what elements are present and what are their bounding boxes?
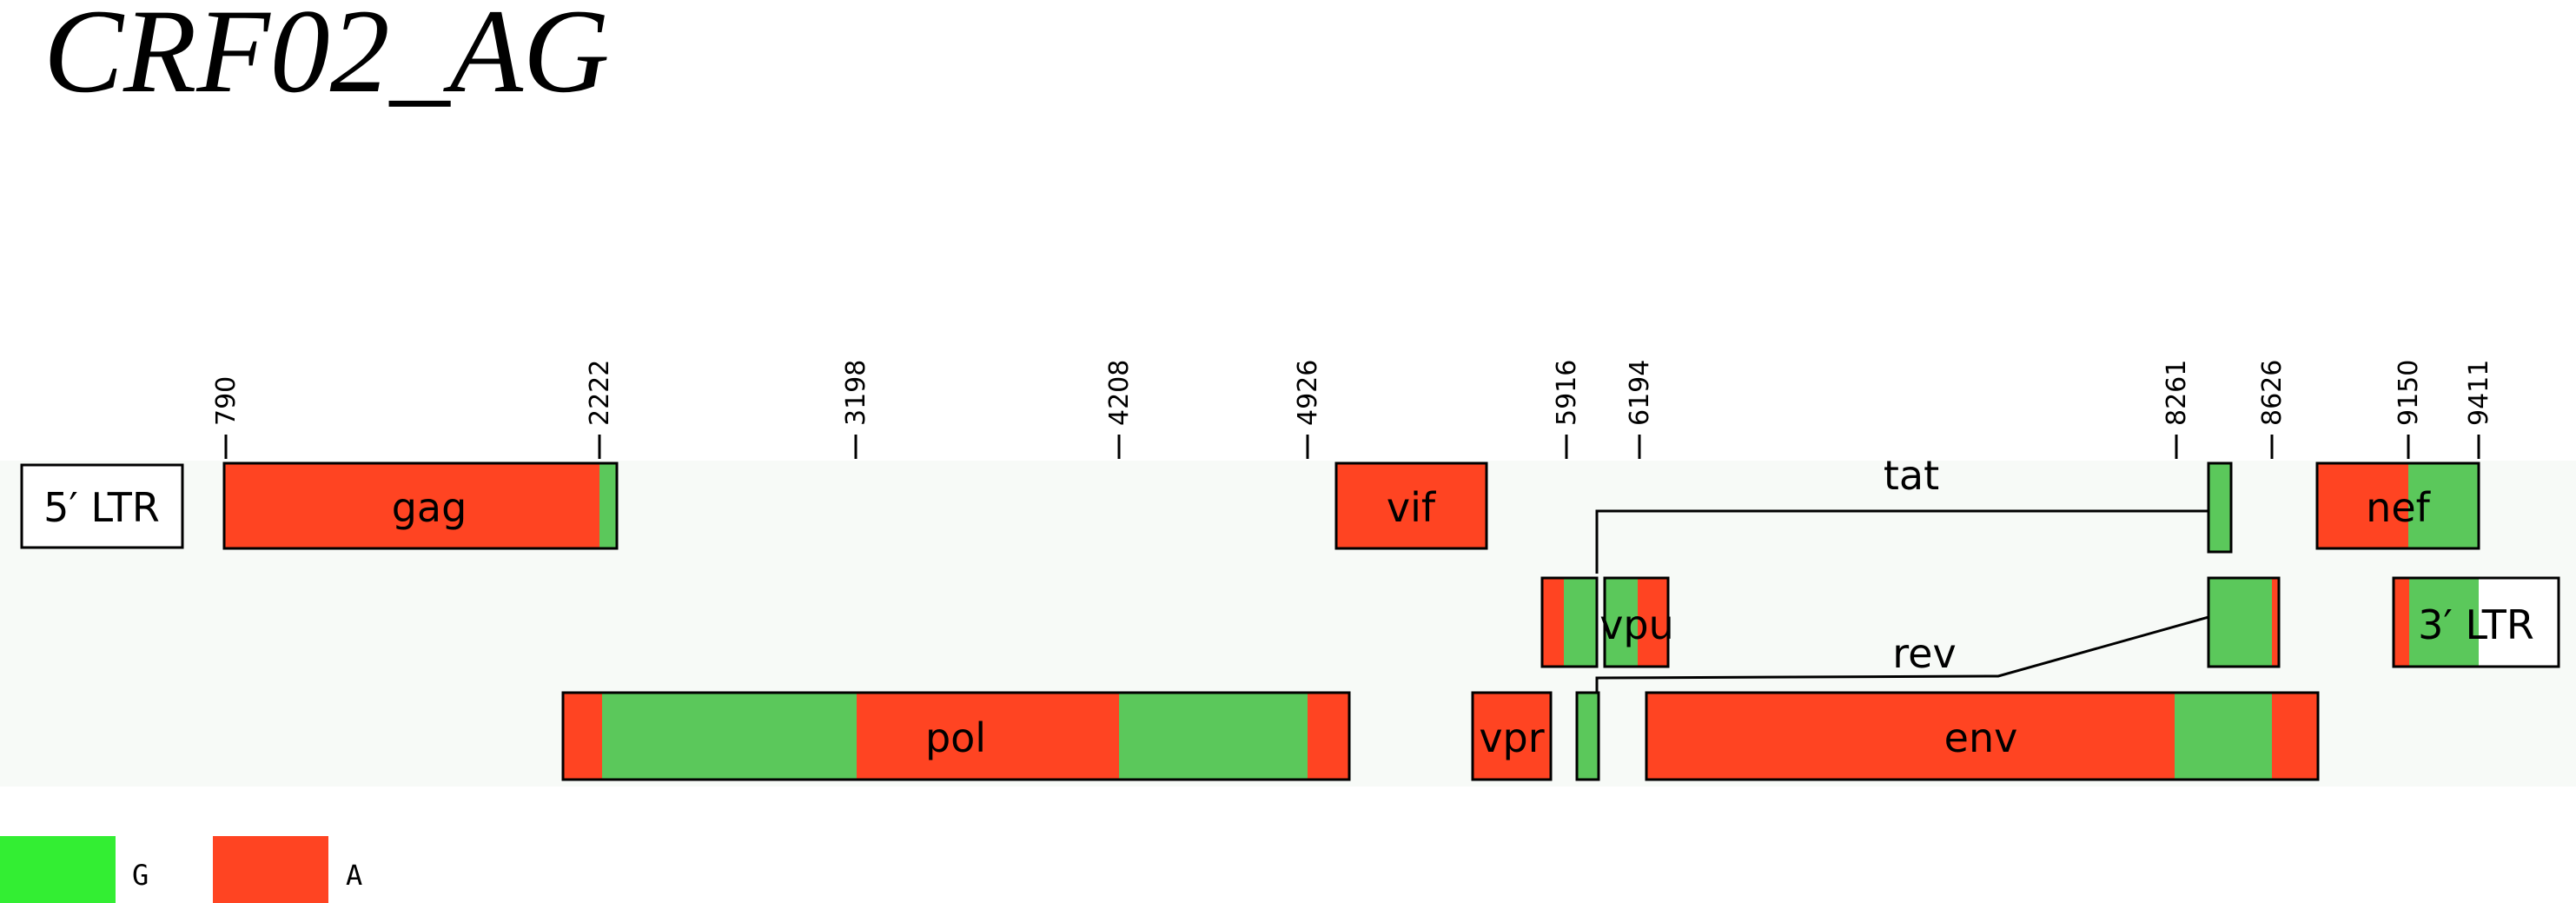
vpr-region-a — [1473, 693, 1551, 780]
tick-label-6194: 6194 — [1625, 360, 1655, 426]
rev-exon2-region-g — [2208, 578, 2272, 667]
gag-region-a — [224, 463, 599, 548]
pol-region-a-2 — [857, 693, 1119, 780]
nef-region-a — [2317, 463, 2408, 548]
env-region-a-2 — [2272, 693, 2318, 780]
tat-label: tat — [1884, 452, 1939, 499]
ltr3-segment: 3′ LTR — [2392, 576, 2560, 668]
env-outline — [1645, 691, 2320, 781]
tick-label-3198: 3198 — [841, 360, 871, 426]
ltr5-box — [20, 463, 184, 549]
tat-exon2-outline — [2207, 461, 2233, 554]
tick-label-9411: 9411 — [2464, 360, 2494, 426]
tick-label-790: 790 — [211, 376, 242, 426]
env-region-a-1 — [1646, 693, 2175, 780]
tick-label-4208: 4208 — [1104, 360, 1135, 426]
nef-label: nef — [2366, 484, 2431, 531]
tick-label-8626: 8626 — [2257, 360, 2288, 426]
env-region-g — [2175, 693, 2272, 780]
legend-swatch-g — [0, 836, 116, 903]
vpu-region-a — [1638, 578, 1668, 667]
ltr3-region-unassigned — [2479, 578, 2559, 667]
rev-label: rev — [1892, 630, 1956, 677]
pol-gene: pol — [561, 691, 1351, 781]
tat-exon1-region-g — [1564, 578, 1597, 667]
pol-region-g-1 — [602, 693, 857, 780]
tat-exon1 — [1540, 576, 1599, 668]
vpr-gene: vpr — [1471, 691, 1553, 781]
gag-gene: gag — [222, 461, 619, 550]
ltr3-region-g — [2409, 578, 2479, 667]
vif-label: vif — [1387, 484, 1437, 531]
tat-exon2 — [2207, 461, 2233, 554]
pol-region-a-1 — [563, 693, 602, 780]
vpr-label: vpr — [1479, 714, 1544, 761]
env-gene: env — [1645, 691, 2320, 781]
legend-label-g: G — [132, 859, 149, 892]
tick-label-2222: 2222 — [585, 360, 615, 426]
ltr5-label: 5′ LTR — [43, 484, 160, 531]
vif-outline — [1334, 461, 1488, 550]
vif-gene: vif — [1334, 461, 1488, 550]
rev-exon2-region-a — [2272, 578, 2279, 667]
vif-region-a — [1336, 463, 1487, 548]
tick-label-8261: 8261 — [2162, 360, 2192, 426]
genome-title: CRF02_AG — [43, 0, 610, 117]
rev-exon1-region-g — [1577, 693, 1599, 780]
pol-outline — [561, 691, 1351, 781]
nef-outline — [2315, 461, 2480, 550]
nef-region-g — [2408, 463, 2479, 548]
vpr-outline — [1471, 691, 1553, 781]
rev-exon1-outline — [1575, 691, 1600, 781]
pol-label: pol — [925, 714, 986, 761]
vpu-outline — [1603, 576, 1670, 668]
tat-exon1-region-a — [1542, 578, 1564, 667]
vpu-label: vpu — [1599, 601, 1674, 648]
tick-label-9150: 9150 — [2394, 360, 2424, 426]
position-ticks: 790 2222 3198 4208 4926 5916 6194 8261 8… — [211, 360, 2494, 459]
tat-splice-line — [1595, 509, 2208, 574]
tat-exon1-outline — [1540, 576, 1599, 668]
legend-label-a: A — [346, 859, 362, 892]
rev-exon1 — [1575, 691, 1600, 781]
pol-region-a-3 — [1308, 693, 1349, 780]
nef-gene: nef — [2315, 461, 2480, 550]
rev-exon2 — [2207, 576, 2281, 668]
gag-outline — [222, 461, 619, 550]
pol-region-g-2 — [1119, 693, 1308, 780]
tat-exon2-region-g — [2208, 463, 2231, 552]
ltr5-segment: 5′ LTR — [20, 463, 184, 549]
gag-region-g — [599, 463, 617, 548]
rev-exon2-outline — [2207, 576, 2281, 668]
vpu-region-g — [1605, 578, 1638, 667]
gag-label: gag — [392, 484, 467, 531]
tick-label-5916: 5916 — [1552, 360, 1582, 426]
legend: G A — [0, 836, 362, 903]
legend-swatch-a — [213, 836, 328, 903]
tick-label-4926: 4926 — [1293, 360, 1323, 426]
vpu-gene: vpu — [1599, 576, 1674, 668]
ltr3-label: 3′ LTR — [2418, 601, 2534, 648]
ltr3-outline — [2392, 576, 2560, 668]
env-label: env — [1944, 714, 2018, 761]
ltr3-region-a — [2394, 578, 2409, 667]
